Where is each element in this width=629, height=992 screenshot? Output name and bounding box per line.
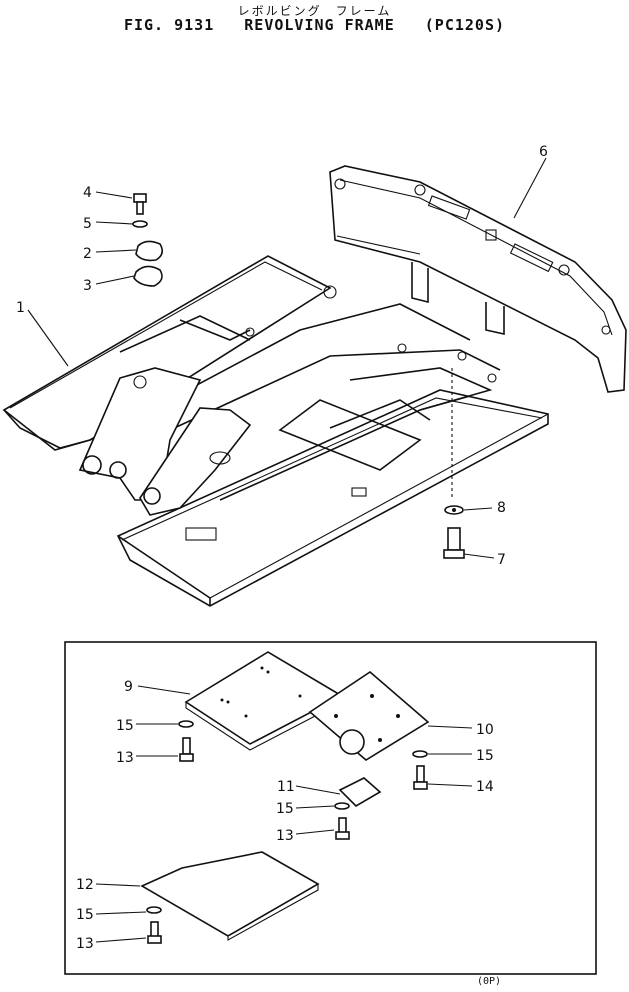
callout-2: 2 <box>83 246 92 262</box>
header-subtitle-jp: レボルビング フレーム <box>237 4 392 18</box>
counterweight-drawing <box>329 165 627 393</box>
callout-13-b: 13 <box>276 828 294 844</box>
callout-4: 4 <box>83 185 92 201</box>
callout-15-a: 15 <box>116 718 134 734</box>
fig-number: FIG. 9131 <box>123 16 215 34</box>
callout-3: 3 <box>83 278 92 294</box>
callout-14: 14 <box>476 779 494 795</box>
callout-8: 8 <box>497 500 506 516</box>
loose-parts-top <box>132 193 465 559</box>
callout-15-b: 15 <box>476 748 494 764</box>
callout-15-c: 15 <box>276 801 294 817</box>
leader-lines <box>27 157 547 943</box>
inset-frame <box>64 641 597 975</box>
header-title: FIG. 9131 REVOLVING FRAME (PC120S) <box>0 16 629 34</box>
callouts: 1 2 3 4 5 6 7 8 9 10 11 12 13 13 13 14 1… <box>16 144 548 952</box>
callout-7: 7 <box>497 552 506 568</box>
callout-13-c: 13 <box>76 936 94 952</box>
callout-5: 5 <box>83 216 92 232</box>
callout-15-d: 15 <box>76 907 94 923</box>
figure-title: REVOLVING FRAME <box>244 16 395 34</box>
inset-parts <box>140 651 430 944</box>
revolving-frame-drawing <box>2 255 549 607</box>
callout-13-a: 13 <box>116 750 134 766</box>
callout-9: 9 <box>124 679 133 695</box>
callout-12: 12 <box>76 877 94 893</box>
callout-11: 11 <box>277 779 295 795</box>
callout-10: 10 <box>476 722 494 738</box>
callout-6: 6 <box>539 144 548 160</box>
callout-1: 1 <box>16 300 25 316</box>
footer-code: (0P) <box>477 976 502 987</box>
model-code: (PC120S) <box>424 16 506 34</box>
